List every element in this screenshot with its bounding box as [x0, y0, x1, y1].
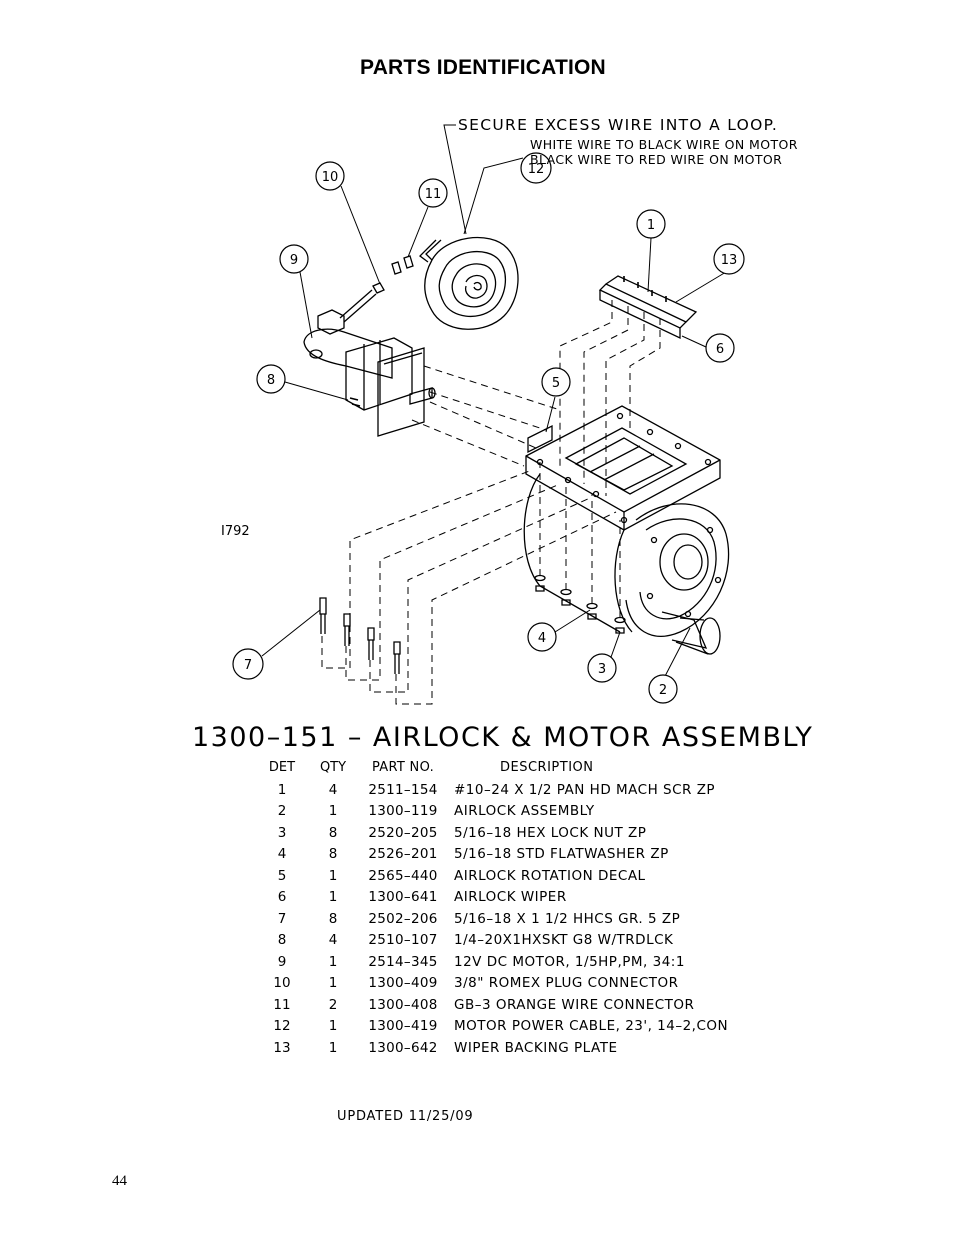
callout-12	[520, 152, 552, 184]
qty-cell: 1	[328, 975, 338, 991]
svg-text:2: 2	[659, 683, 667, 698]
part-no-cell: 1300–419	[368, 1018, 438, 1034]
qty-cell: 1	[328, 803, 338, 819]
qty-cell: 1	[328, 867, 338, 884]
description-cell: 3/8" ROMEX PLUG CONNECTOR	[454, 975, 679, 991]
svg-text:11: 11	[425, 187, 442, 202]
exploded-assembly-drawing: 10 11 12 9 1 13 6 8 5 7 4 3 2 SECURE EXC…	[221, 116, 798, 705]
coiled-cable	[419, 236, 519, 330]
callout-4	[527, 622, 557, 652]
qty-cell: 1	[328, 953, 338, 970]
svg-text:3: 3	[598, 662, 606, 677]
gear-motor	[303, 309, 436, 437]
callout-13	[713, 243, 745, 275]
page-number: 44	[112, 1173, 127, 1189]
svg-text:12: 12	[528, 162, 545, 177]
header-qty: QTY	[319, 760, 347, 775]
callout-6	[705, 333, 735, 363]
part-no-cell: 1300–408	[368, 996, 438, 1013]
part-no-cell: 2565–440	[368, 867, 438, 884]
svg-text:4: 4	[538, 631, 546, 646]
det-cell: 3	[277, 824, 287, 841]
description-cell: AIRLOCK ASSEMBLY	[454, 803, 595, 819]
figure-id: I792	[221, 524, 250, 539]
updated-date: UPDATED 11/25/09	[337, 1109, 474, 1124]
svg-text:10: 10	[322, 170, 339, 185]
det-cell: 11	[273, 996, 291, 1013]
qty-cell: 8	[328, 910, 338, 927]
description-cell: GB–3 ORANGE WIRE CONNECTOR	[454, 996, 695, 1013]
svg-text:1: 1	[647, 218, 655, 233]
header-description: DESCRIPTION	[500, 760, 594, 775]
description-cell: 5/16–18 X 1 1/2 HHCS GR. 5 ZP	[454, 910, 681, 927]
callout-5	[541, 367, 571, 397]
part-no-cell: 2520–205	[368, 824, 438, 841]
callout-11	[418, 178, 448, 208]
det-cell: 1	[277, 781, 287, 798]
qty-cell: 1	[328, 1018, 338, 1034]
description-cell: 5/16–18 STD FLATWASHER ZP	[454, 846, 669, 862]
det-cell: 5	[277, 867, 287, 884]
callout-3	[587, 653, 617, 683]
description-cell: 12V DC MOTOR, 1/5HP,PM, 34:1	[454, 953, 685, 970]
part-no-cell: 1300–641	[368, 889, 438, 905]
description-cell: 5/16–18 HEX LOCK NUT ZP	[454, 824, 647, 841]
part-no-cell: 2526–201	[368, 846, 438, 862]
wire-connectors	[339, 255, 414, 323]
svg-text:9: 9	[290, 253, 298, 268]
qty-cell: 4	[328, 781, 338, 798]
qty-cell: 8	[328, 846, 338, 862]
description-cell: MOTOR POWER CABLE, 23', 14–2,CON	[454, 1018, 729, 1034]
det-cell: 10	[273, 975, 291, 991]
qty-cell: 1	[328, 889, 338, 905]
part-no-cell: 1300–409	[368, 975, 438, 991]
part-no-cell: 1300–642	[368, 1039, 438, 1056]
det-cell: 12	[273, 1018, 291, 1034]
assembly-title: 1300–151 – AIRLOCK & MOTOR ASSEMBLY	[192, 722, 814, 753]
part-no-cell: 2511–154	[368, 781, 438, 798]
callout-1	[636, 209, 666, 239]
qty-cell: 8	[328, 824, 338, 841]
det-cell: 4	[277, 846, 287, 862]
callout-9	[279, 244, 309, 274]
svg-text:13: 13	[721, 253, 738, 268]
description-cell: AIRLOCK WIPER	[454, 889, 567, 905]
svg-text:7: 7	[244, 658, 252, 673]
note-white-wire: WHITE WIRE TO BLACK WIRE ON MOTOR	[530, 137, 798, 152]
svg-text:6: 6	[716, 342, 724, 357]
callout-balloons	[232, 152, 745, 704]
callout-7	[232, 648, 264, 680]
qty-cell: 2	[328, 996, 338, 1013]
det-cell: 13	[273, 1039, 291, 1056]
airlock-housing	[523, 405, 730, 655]
description-cell: #10–24 X 1/2 PAN HD MACH SCR ZP	[454, 781, 716, 798]
description-cell: WIPER BACKING PLATE	[454, 1039, 618, 1056]
svg-text:5: 5	[552, 376, 560, 391]
part-no-cell: 1300–119	[368, 803, 438, 819]
callout-10	[315, 161, 345, 191]
part-no-cell: 2510–107	[368, 932, 438, 948]
wiper-assembly	[598, 275, 698, 340]
page-heading: PARTS IDENTIFICATION	[360, 56, 606, 79]
rotation-decal	[527, 424, 553, 454]
description-cell: 1/4–20X1HXSKT G8 W/TRDLCK	[454, 932, 674, 948]
note-secure-wire: SECURE EXCESS WIRE INTO A LOOP.	[458, 116, 778, 134]
det-cell: 9	[277, 953, 287, 970]
part-no-cell: 2502–206	[368, 910, 438, 927]
qty-cell: 4	[328, 932, 338, 948]
svg-text:8: 8	[267, 373, 275, 388]
qty-cell: 1	[328, 1039, 338, 1056]
det-cell: 2	[277, 803, 287, 819]
callout-8	[256, 364, 286, 394]
det-cell: 7	[277, 910, 287, 927]
header-det: DET	[268, 760, 296, 775]
callout-2	[648, 674, 678, 704]
part-no-cell: 2514–345	[368, 953, 438, 970]
note-black-wire: BLACK WIRE TO RED WIRE ON MOTOR	[530, 152, 782, 167]
header-part-no: PART NO.	[371, 760, 435, 775]
hardware	[319, 574, 626, 674]
description-cell: AIRLOCK ROTATION DECAL	[454, 867, 646, 884]
det-cell: 8	[277, 932, 287, 948]
det-cell: 6	[277, 889, 287, 905]
